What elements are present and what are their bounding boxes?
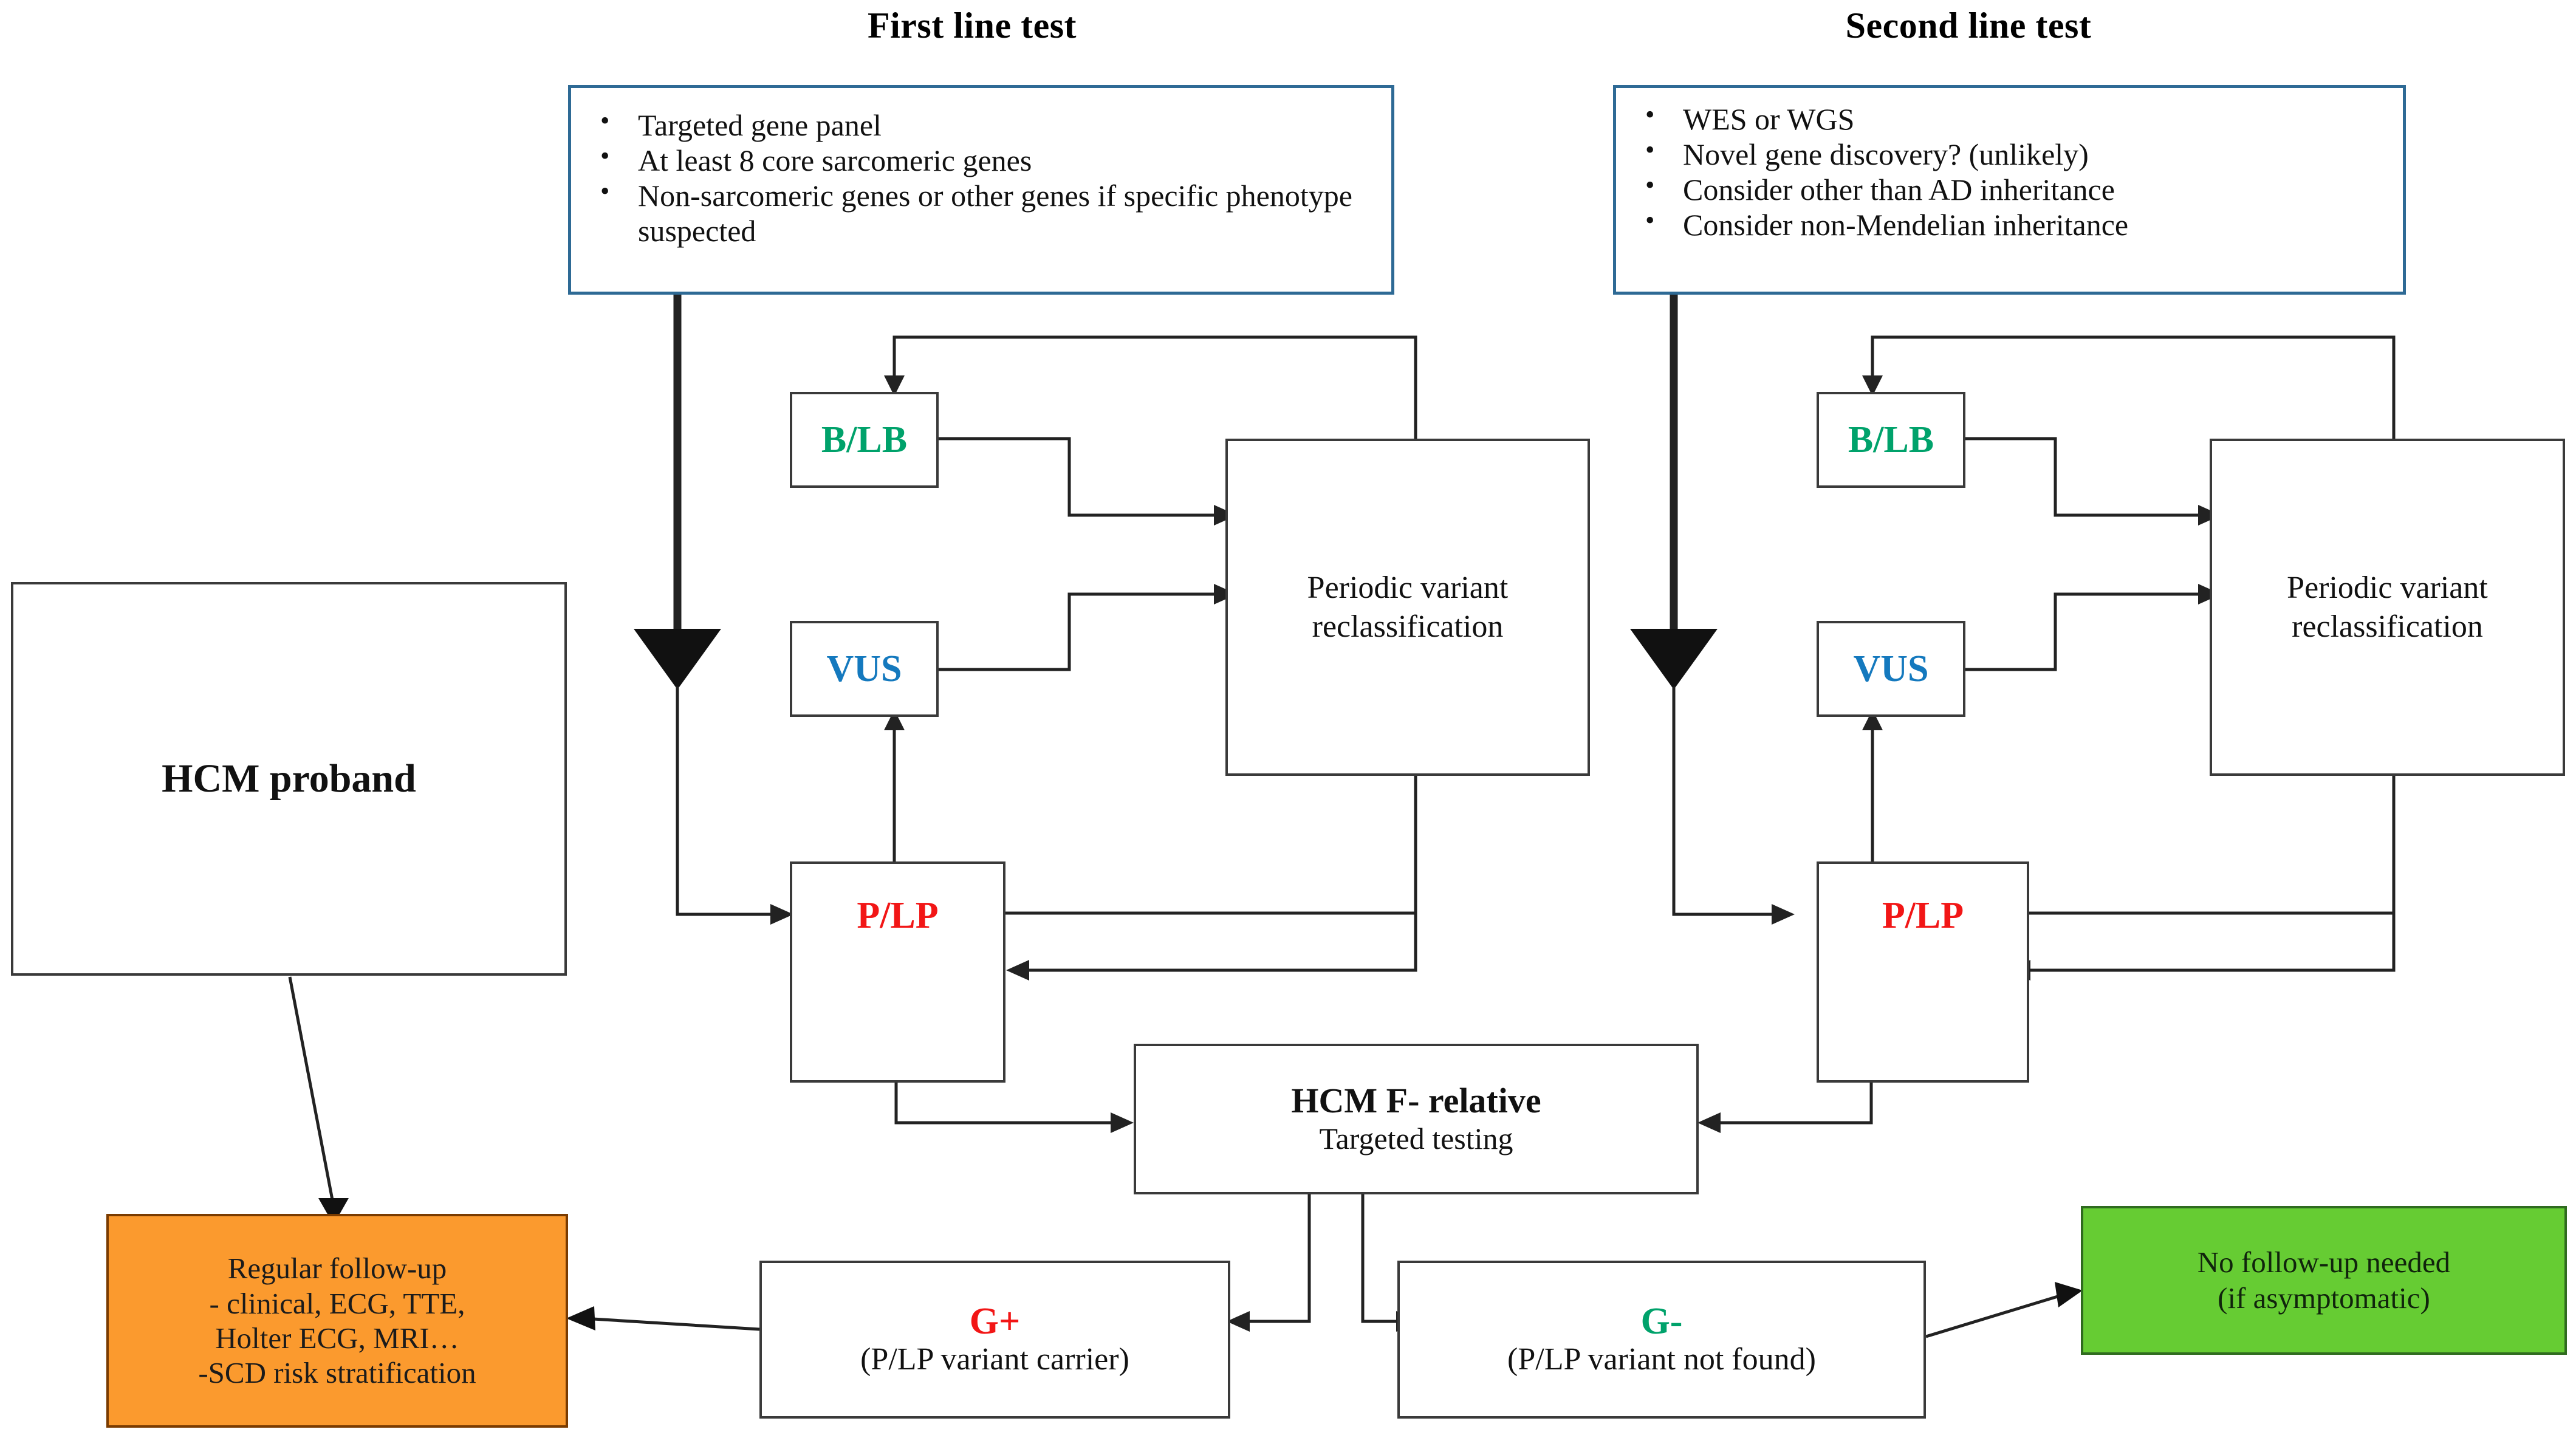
left-plp-box: P/LP: [790, 861, 1005, 1083]
regular-followup-box: Regular follow-up - clinical, ECG, TTE, …: [106, 1214, 568, 1428]
hcm-proband-box: HCM proband: [11, 582, 567, 976]
right-reclassification-label: Periodic variant reclassification: [2212, 569, 2563, 646]
g-plus-label: G+: [969, 1300, 1021, 1342]
followup-line-4: -SCD risk stratification: [198, 1356, 476, 1390]
g-minus-label: G-: [1640, 1300, 1683, 1342]
reclassification-line-2: reclassification: [2292, 609, 2483, 644]
g-minus-detail: (P/LP variant not found): [1507, 1341, 1816, 1377]
regular-followup-content: Regular follow-up - clinical, ECG, TTE, …: [109, 1251, 566, 1390]
left-vus-box: VUS: [790, 621, 939, 717]
reclassification-line-1: Periodic variant: [1307, 570, 1509, 606]
list-item: Consider other than AD inheritance: [1616, 170, 2391, 207]
list-item: Non-sarcomeric genes or other genes if s…: [571, 176, 1379, 248]
g-minus-box: G- (P/LP variant not found): [1397, 1261, 1926, 1419]
hcm-relative-box: HCM F- relative Targeted testing: [1134, 1044, 1699, 1194]
hcm-relative-content: HCM F- relative Targeted testing: [1136, 1081, 1696, 1157]
followup-line-3: Holter ECG, MRI…: [215, 1321, 459, 1355]
title-first-line-test: First line test: [867, 5, 1077, 46]
list-item: Novel gene discovery? (unlikely): [1616, 134, 2391, 172]
second-line-test-box: WES or WGS Novel gene discovery? (unlike…: [1613, 85, 2406, 295]
right-plp-label: P/LP: [1882, 894, 1964, 936]
first-line-test-box: Targeted gene panel At least 8 core sarc…: [568, 85, 1394, 295]
hcm-relative-subtitle: Targeted testing: [1319, 1121, 1513, 1156]
no-followup-line-2: (if asymptomatic): [2218, 1281, 2430, 1315]
list-item: At least 8 core sarcomeric genes: [571, 140, 1379, 178]
g-plus-content: G+ (P/LP variant carrier): [762, 1300, 1228, 1378]
right-plp-box: P/LP: [1817, 861, 2029, 1083]
list-item: Targeted gene panel: [571, 105, 1379, 143]
left-blb-label: B/LB: [821, 419, 908, 461]
left-plp-label: P/LP: [857, 894, 939, 936]
no-followup-box: No follow-up needed (if asymptomatic): [2081, 1206, 2567, 1355]
g-minus-content: G- (P/LP variant not found): [1400, 1300, 1923, 1378]
right-blb-box: B/LB: [1817, 392, 1965, 488]
right-vus-label: VUS: [1853, 648, 1929, 690]
left-reclassification-label: Periodic variant reclassification: [1228, 569, 1588, 646]
right-reclassification-box: Periodic variant reclassification: [2210, 439, 2565, 776]
hcm-proband-label: HCM proband: [162, 756, 416, 801]
no-followup-line-1: No follow-up needed: [2197, 1245, 2451, 1279]
left-reclassification-box: Periodic variant reclassification: [1225, 439, 1590, 776]
list-item: Consider non-Mendelian inheritance: [1616, 205, 2391, 242]
g-plus-detail: (P/LP variant carrier): [860, 1341, 1129, 1377]
hcm-relative-title: HCM F- relative: [1291, 1081, 1541, 1121]
right-vus-box: VUS: [1817, 621, 1965, 717]
g-plus-box: G+ (P/LP variant carrier): [759, 1261, 1230, 1419]
followup-line-1: Regular follow-up: [227, 1252, 447, 1286]
reclassification-line-2: reclassification: [1312, 609, 1504, 644]
title-second-line-test: Second line test: [1845, 5, 2092, 46]
left-vus-label: VUS: [826, 648, 902, 690]
followup-line-2: - clinical, ECG, TTE,: [209, 1286, 465, 1320]
reclassification-line-1: Periodic variant: [2287, 570, 2488, 606]
right-blb-label: B/LB: [1848, 419, 1934, 461]
no-followup-content: No follow-up needed (if asymptomatic): [2083, 1245, 2564, 1317]
left-blb-box: B/LB: [790, 392, 939, 488]
list-item: WES or WGS: [1616, 99, 2391, 137]
